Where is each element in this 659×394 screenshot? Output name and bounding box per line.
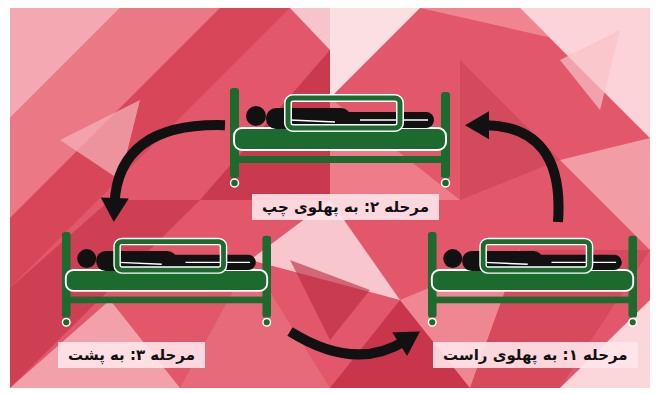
curved-arrow: [465, 111, 559, 222]
arrow-head: [465, 111, 489, 139]
bed-illustration: [428, 232, 637, 326]
arrow-shaft: [115, 125, 225, 204]
step-label: مرحله ۲: به پهلوی چپ: [252, 194, 439, 220]
curved-arrow: [101, 125, 225, 222]
arrow-shaft: [483, 125, 559, 222]
bed-step-node: مرحله ۳: به پشت: [55, 222, 290, 374]
arrow-shaft: [290, 331, 405, 354]
arrow-head: [392, 331, 420, 356]
bed-step-node: مرحله ۲: به پهلوی چپ: [225, 62, 465, 220]
arrow-head: [101, 197, 129, 222]
curved-arrow: [290, 331, 420, 356]
step-label: مرحله ۳: به پشت: [58, 342, 205, 368]
step-label: مرحله ۱: به پهلوی راست: [433, 342, 638, 368]
bed-illustration: [62, 232, 271, 326]
bed-illustration: [230, 88, 450, 187]
bed-step-node: مرحله ۱: به پهلوی راست: [420, 222, 650, 374]
